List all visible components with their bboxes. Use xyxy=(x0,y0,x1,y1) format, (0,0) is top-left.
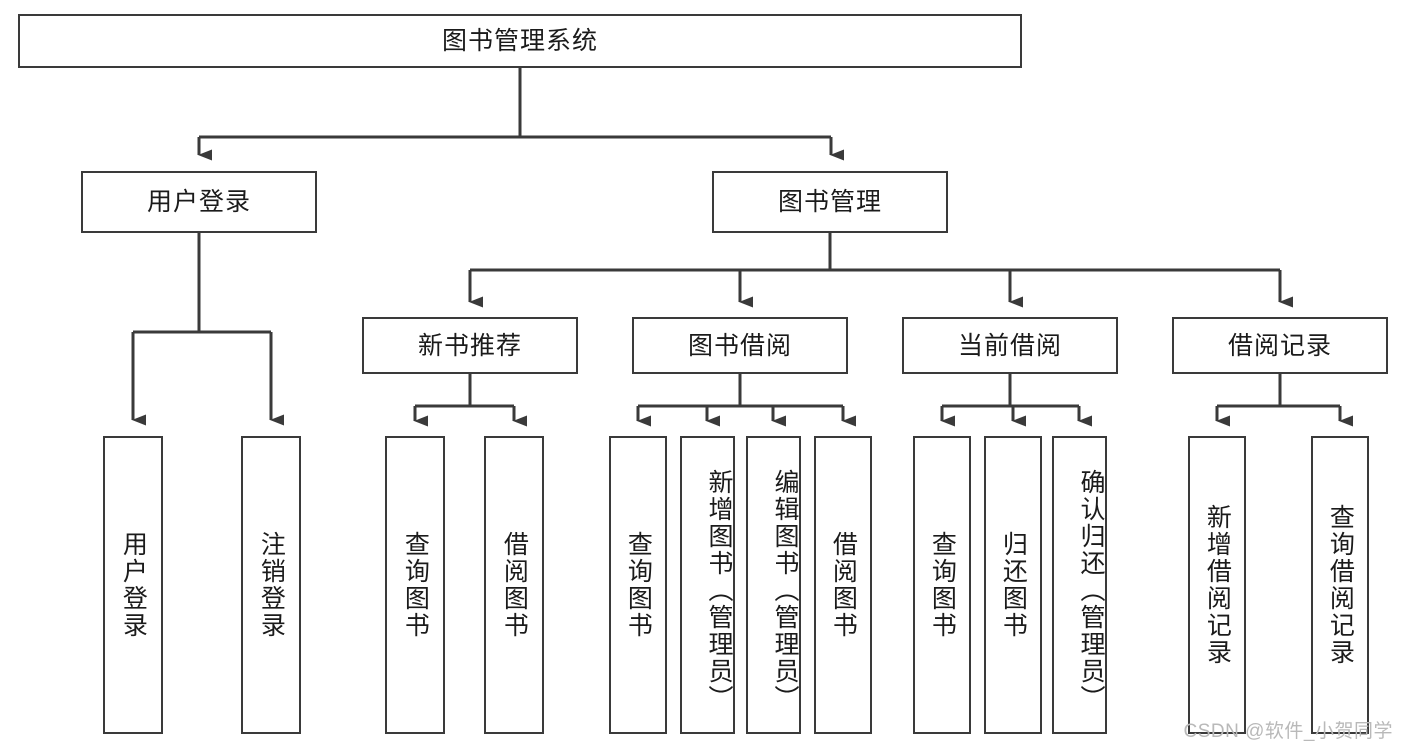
node-leaf-edit-book-label: 编辑图书（管理员） xyxy=(771,468,799,712)
node-leaf-query-book-1-label: 查询图书 xyxy=(401,531,430,639)
node-user-login-label: 用户登录 xyxy=(146,188,251,216)
node-leaf-query-record[interactable]: 查询借阅记录 xyxy=(1311,436,1369,734)
node-leaf-add-record[interactable]: 新增借阅记录 xyxy=(1188,436,1246,734)
node-leaf-query-book-2-label: 查询图书 xyxy=(624,531,653,639)
node-leaf-return-book-label: 归还图书 xyxy=(999,531,1028,639)
node-book-borrow[interactable]: 图书借阅 xyxy=(632,317,848,374)
node-leaf-query-book-1[interactable]: 查询图书 xyxy=(385,436,445,734)
node-leaf-user-login-label: 用户登录 xyxy=(119,531,148,639)
node-leaf-user-login[interactable]: 用户登录 xyxy=(103,436,163,734)
node-new-book-rec-label: 新书推荐 xyxy=(417,331,522,360)
node-leaf-query-book-3-label: 查询图书 xyxy=(928,531,957,639)
node-leaf-add-book[interactable]: 新增图书（管理员） xyxy=(680,436,735,734)
node-leaf-borrow-book-1-label: 借阅图书 xyxy=(500,531,529,639)
node-leaf-return-book[interactable]: 归还图书 xyxy=(984,436,1042,734)
node-root[interactable]: 图书管理系统 xyxy=(18,14,1022,68)
node-leaf-query-book-3[interactable]: 查询图书 xyxy=(913,436,971,734)
node-book-manage[interactable]: 图书管理 xyxy=(712,171,948,233)
node-leaf-add-record-label: 新增借阅记录 xyxy=(1203,504,1232,666)
node-leaf-edit-book[interactable]: 编辑图书（管理员） xyxy=(746,436,801,734)
node-leaf-user-logout-label: 注销登录 xyxy=(257,531,286,639)
node-borrow-record[interactable]: 借阅记录 xyxy=(1172,317,1388,374)
node-root-label: 图书管理系统 xyxy=(441,27,598,55)
node-leaf-query-book-2[interactable]: 查询图书 xyxy=(609,436,667,734)
node-book-borrow-label: 图书借阅 xyxy=(687,331,792,360)
node-leaf-borrow-book-2[interactable]: 借阅图书 xyxy=(814,436,872,734)
node-leaf-confirm-return-label: 确认归还（管理员） xyxy=(1077,468,1105,712)
node-leaf-user-logout[interactable]: 注销登录 xyxy=(241,436,301,734)
node-user-login[interactable]: 用户登录 xyxy=(81,171,317,233)
node-leaf-query-record-label: 查询借阅记录 xyxy=(1326,504,1355,666)
node-current-borrow-label: 当前借阅 xyxy=(957,331,1062,360)
node-leaf-confirm-return[interactable]: 确认归还（管理员） xyxy=(1052,436,1107,734)
node-new-book-rec[interactable]: 新书推荐 xyxy=(362,317,578,374)
node-leaf-borrow-book-1[interactable]: 借阅图书 xyxy=(484,436,544,734)
node-leaf-add-book-label: 新增图书（管理员） xyxy=(705,468,733,712)
node-book-manage-label: 图书管理 xyxy=(777,188,882,216)
node-current-borrow[interactable]: 当前借阅 xyxy=(902,317,1118,374)
node-leaf-borrow-book-2-label: 借阅图书 xyxy=(829,531,858,639)
node-borrow-record-label: 借阅记录 xyxy=(1227,331,1332,360)
